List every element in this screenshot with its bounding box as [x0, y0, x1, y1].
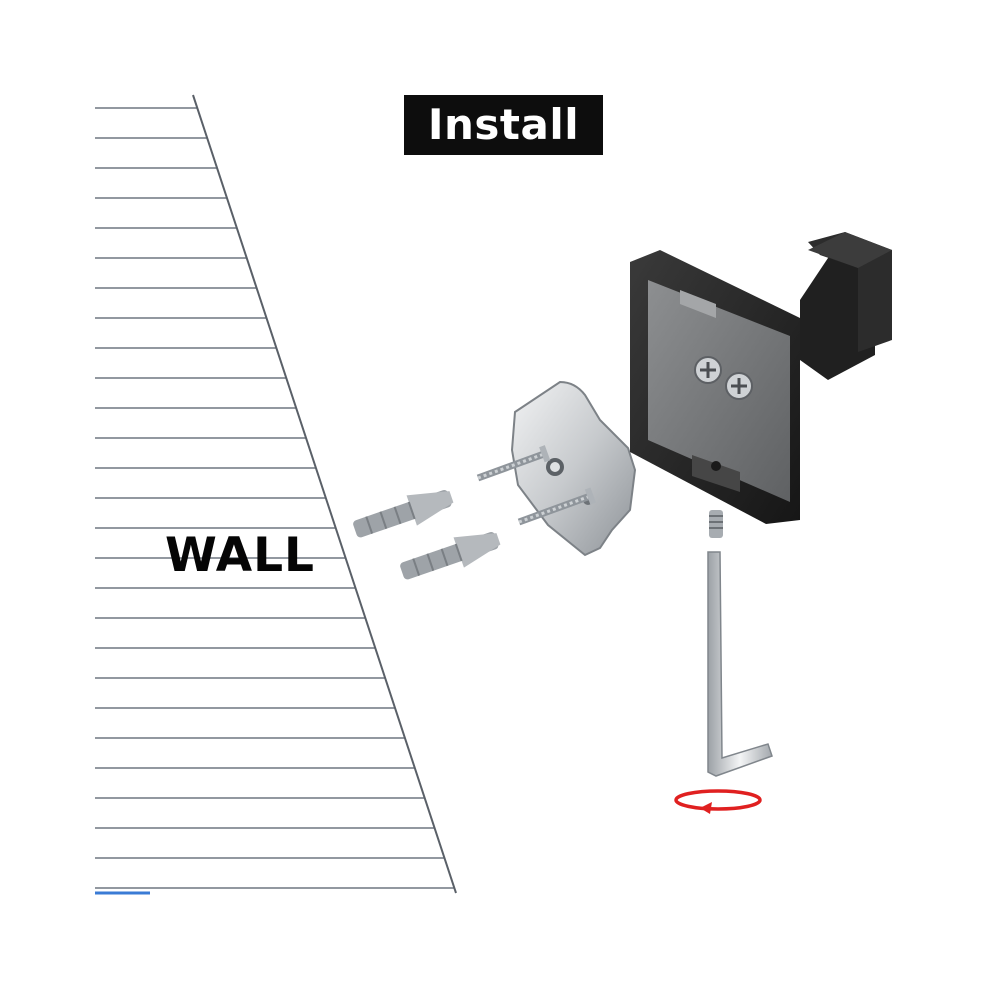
- rotate-arrow-icon: [674, 789, 762, 814]
- screw-icon: [476, 445, 551, 482]
- hook-icon: [630, 232, 892, 524]
- set-screw-icon: [709, 510, 723, 538]
- wall-panel: [95, 94, 457, 895]
- hex-key-icon: [707, 551, 773, 777]
- install-title-banner: Install: [404, 95, 603, 155]
- wall-anchor-icon: [353, 490, 454, 538]
- screw-icon: [517, 487, 596, 526]
- install-title: Install: [427, 100, 580, 149]
- mounting-plate-icon: [510, 380, 637, 557]
- wall-label: WALL: [165, 528, 316, 583]
- wall-anchor-icon: [400, 532, 501, 580]
